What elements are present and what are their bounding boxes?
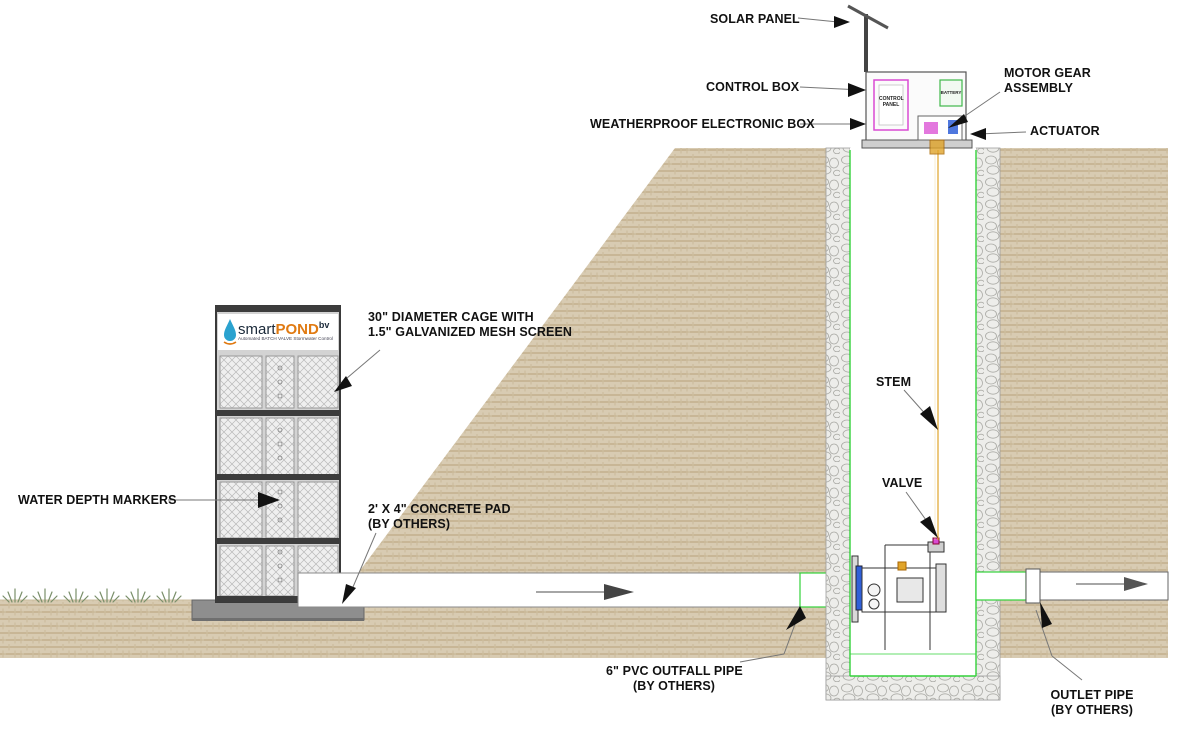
label-valve: VALVE [882, 476, 923, 490]
gravel-backfill [825, 147, 1001, 701]
label-water-depth-markers: WATER DEPTH MARKERS [18, 493, 177, 507]
flow-arrows [536, 577, 1148, 600]
outlet-pipe-exit [975, 571, 1027, 601]
battery-label: BATTERY [940, 90, 962, 95]
label-control-box: CONTROL BOX [706, 80, 800, 94]
label-motor-gear: MOTOR GEAR ASSEMBLY [1004, 66, 1091, 95]
label-outlet-pipe: OUTLET PIPE (BY OTHERS) [1050, 688, 1134, 717]
inlet-pipe [297, 572, 801, 608]
logo-tagline: Automated BATCH VALVE Stormwater Control [238, 336, 333, 341]
label-weatherproof-box: WEATHERPROOF ELECTRONIC BOX [590, 117, 815, 131]
valve-assembly [851, 537, 947, 650]
arrowheads [258, 16, 1052, 630]
label-concrete-pad: 2' X 4" CONCRETE PAD (BY OTHERS) [368, 502, 511, 531]
grass-tufts [2, 588, 182, 603]
control-panel-label: CONTROL PANEL [879, 96, 904, 108]
smartpond-logo: smartPONDbv Automated BATCH VALVE Stormw… [218, 314, 338, 350]
cage [215, 305, 341, 603]
label-cage: 30" DIAMETER CAGE WITH 1.5" GALVANIZED M… [368, 310, 573, 339]
label-stem: STEM [876, 375, 912, 389]
logo-brand: smartPONDbv [238, 320, 330, 338]
water-drop-icon [223, 319, 237, 345]
label-solar-panel: SOLAR PANEL [710, 12, 800, 26]
label-pvc-outfall-pipe: 6" PVC OUTFALL PIPE (BY OTHERS) [606, 664, 743, 693]
label-actuator: ACTUATOR [1030, 124, 1100, 138]
outlet-pipe [1025, 571, 1169, 601]
weatherproof-box [847, 4, 973, 155]
